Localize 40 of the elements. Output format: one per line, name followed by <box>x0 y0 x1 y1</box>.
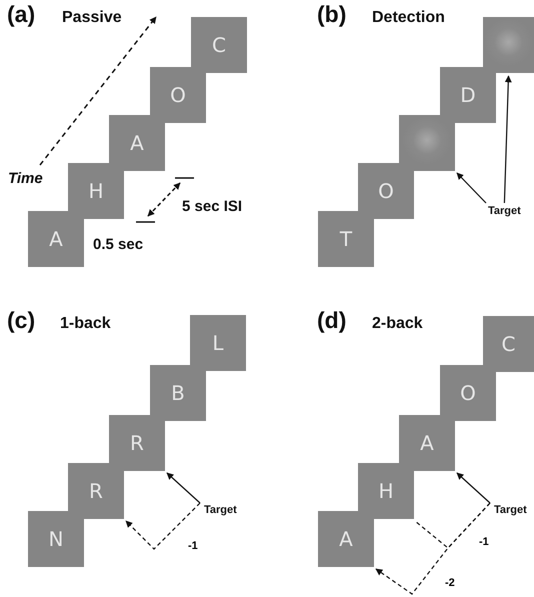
arrow <box>456 472 490 504</box>
letter-stimulus-square: A <box>109 115 165 171</box>
dashed-arrow <box>126 502 200 550</box>
panel-letter: (a) <box>7 2 36 28</box>
letter-stimulus-square: H <box>358 463 414 519</box>
arrow <box>504 75 512 204</box>
letter-stimulus-square: O <box>358 163 414 219</box>
letter-stimulus-square: H <box>68 163 124 219</box>
letter-stimulus-square: A <box>28 211 84 267</box>
duration-label: 5 sec ISI <box>182 199 242 216</box>
blank-stimulus-square <box>399 115 455 171</box>
target-label: Target <box>204 504 237 517</box>
duration-label: 0.5 sec <box>93 237 144 254</box>
letter-stimulus-square: D <box>440 67 496 123</box>
panel-title: 2-back <box>372 315 423 333</box>
panel-title: Passive <box>62 9 122 27</box>
letter-stimulus-square: C <box>483 316 534 372</box>
arrow <box>166 472 200 504</box>
target-label: Target <box>494 504 527 517</box>
letter-stimulus-square: A <box>399 415 455 471</box>
letter-stimulus-square: C <box>191 17 247 73</box>
panel-title: 1-back <box>60 315 111 333</box>
panel-letter: (c) <box>7 308 36 334</box>
letter-stimulus-square: B <box>150 365 206 421</box>
axis-label: Time <box>8 171 43 188</box>
arrow <box>456 172 486 204</box>
blank-stimulus-square <box>483 17 534 73</box>
panel-letter: (d) <box>317 308 346 334</box>
letter-stimulus-square: T <box>318 211 374 267</box>
letter-stimulus-square: A <box>318 511 374 567</box>
target-label: Target <box>488 205 521 218</box>
panel-letter: (b) <box>317 2 346 28</box>
letter-stimulus-square: N <box>28 511 84 567</box>
panel-title: Detection <box>372 9 445 27</box>
letter-stimulus-square: O <box>150 67 206 123</box>
letter-stimulus-square: L <box>190 315 246 371</box>
dashed-arrow <box>375 502 490 595</box>
letter-stimulus-square: R <box>68 463 124 519</box>
letter-stimulus-square: R <box>109 415 165 471</box>
letter-stimulus-square: O <box>440 365 496 421</box>
